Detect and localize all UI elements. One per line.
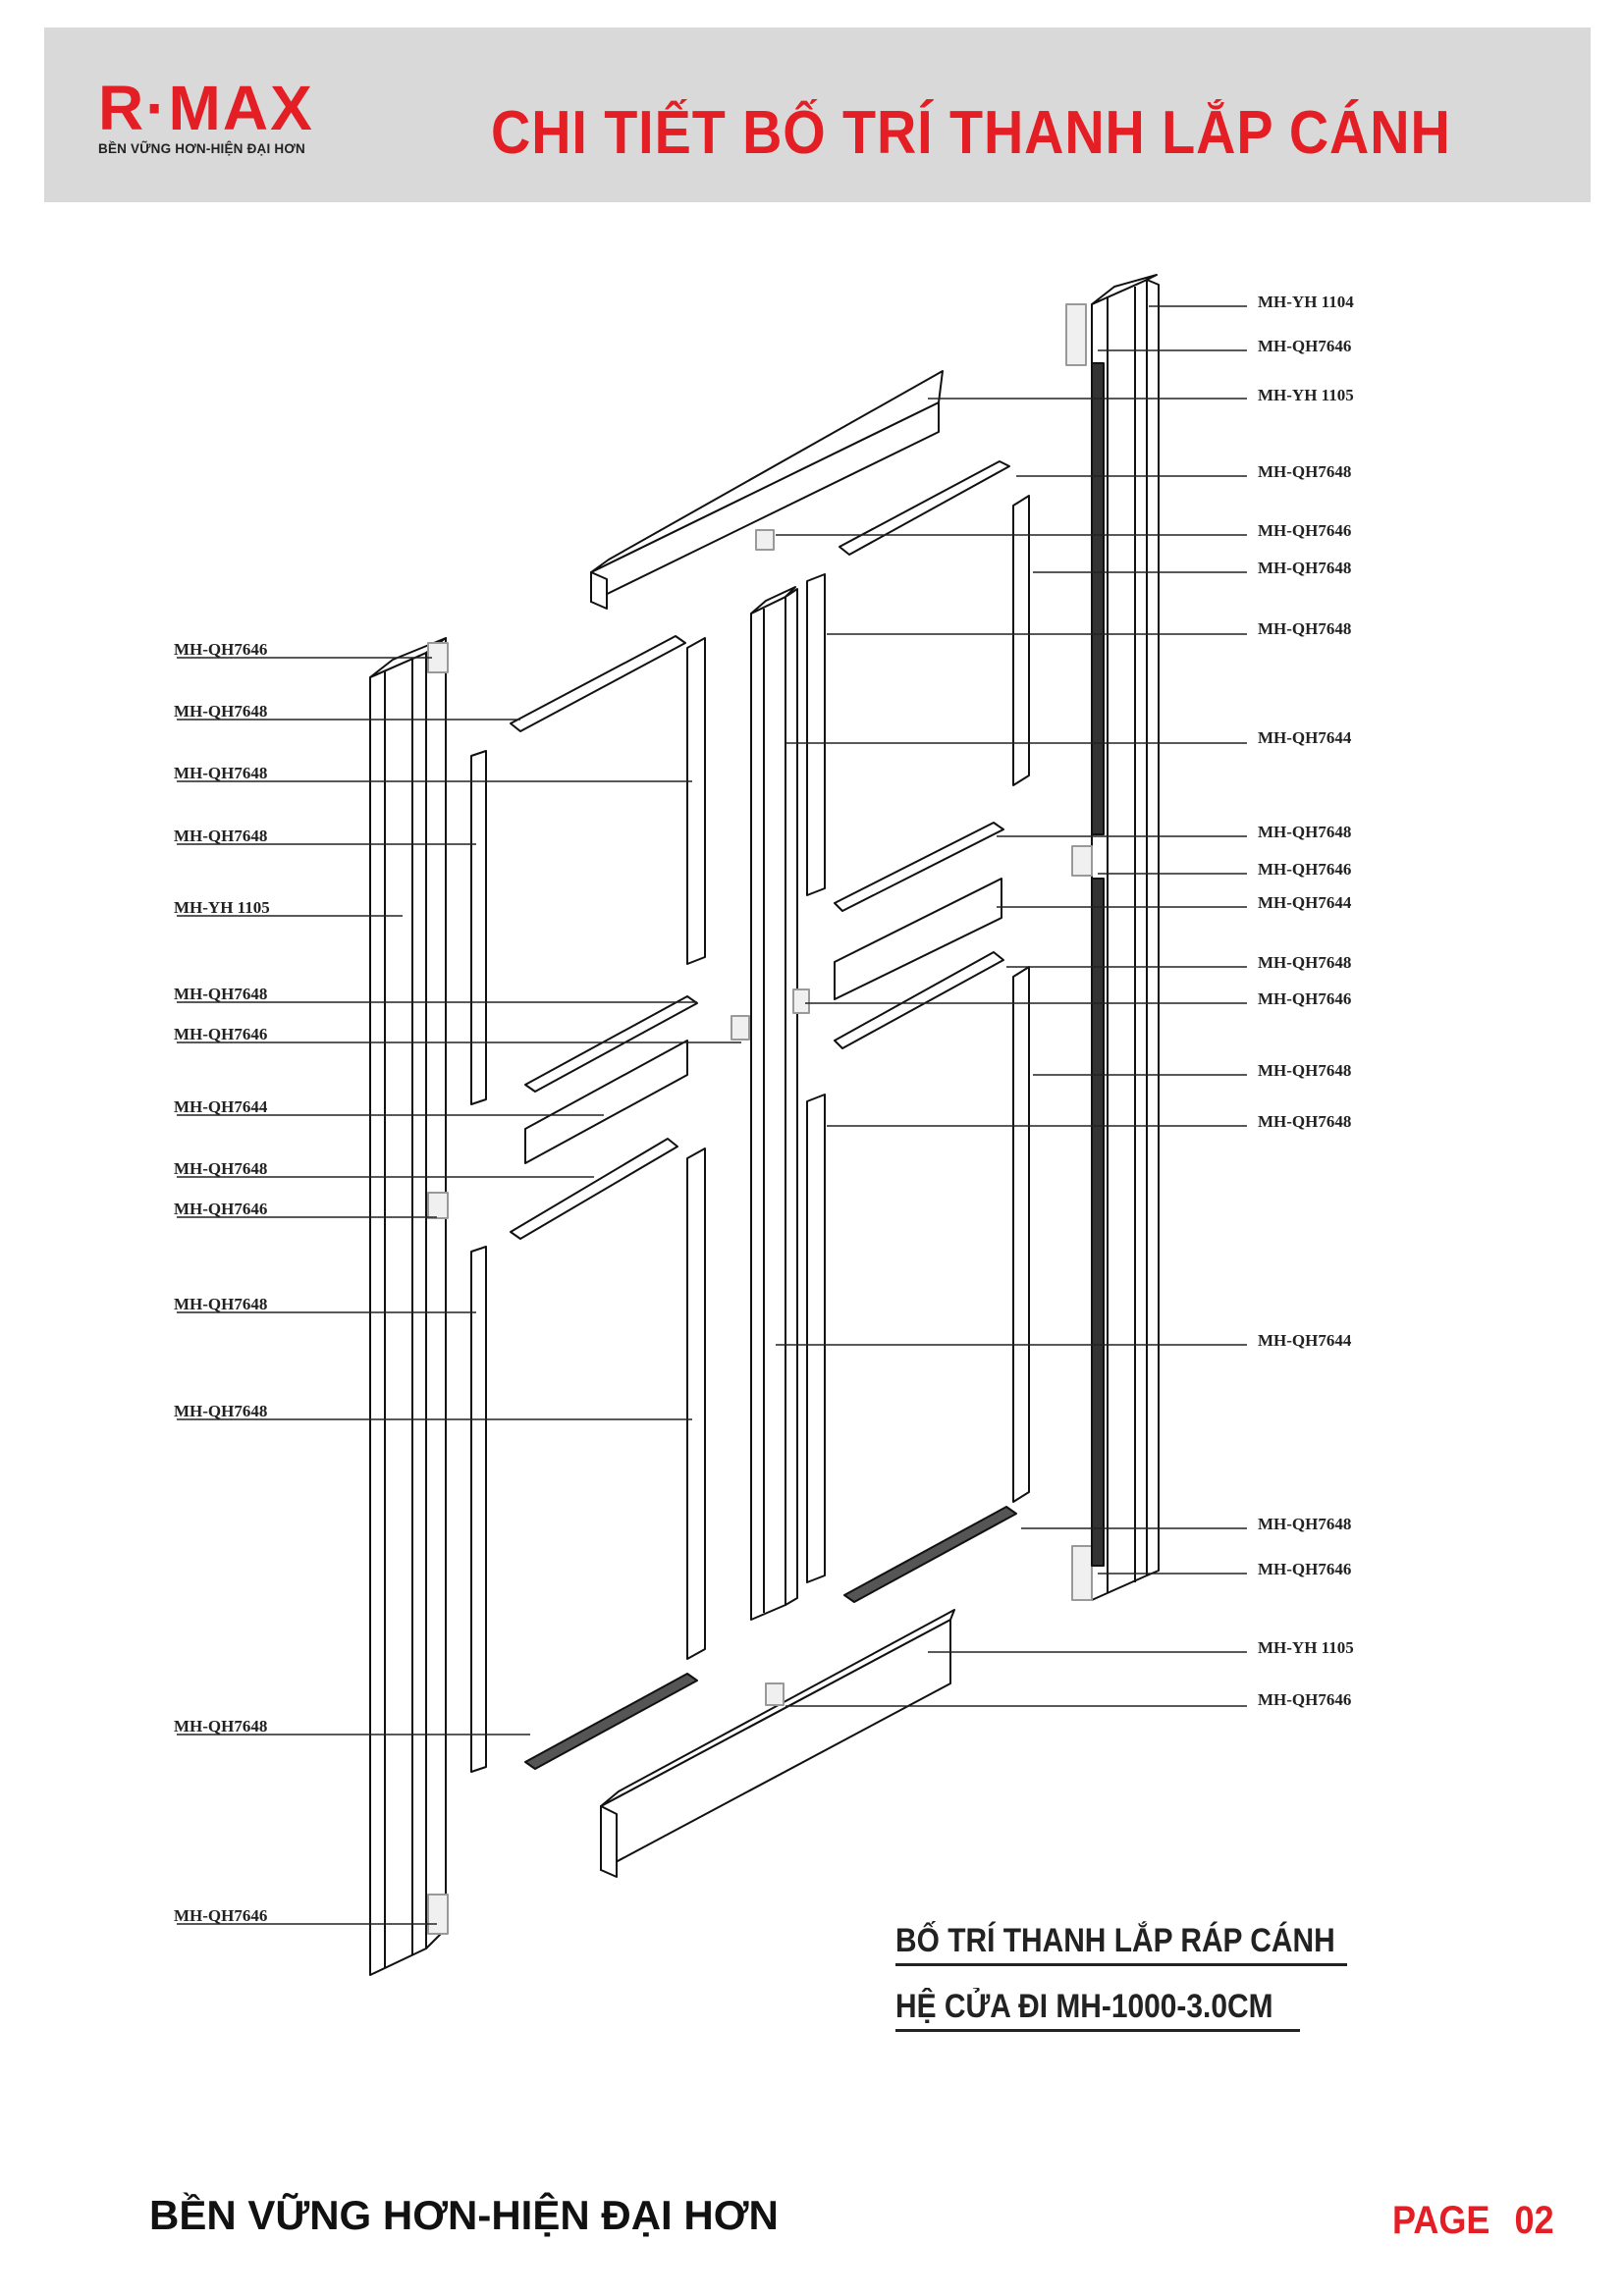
- mullion-side: [785, 588, 798, 1606]
- right-clip-bottom: [1071, 1545, 1093, 1601]
- header-band: [44, 27, 1591, 202]
- part-label: MH-QH7648: [174, 827, 268, 845]
- right-bead-lower: [1091, 878, 1105, 1567]
- part-label: MH-QH7646: [174, 640, 268, 659]
- right-clip-top: [1065, 303, 1087, 366]
- mullion-top: [750, 586, 796, 614]
- center-lower-left-vbead: [686, 1148, 706, 1660]
- part-label: MH-QH7646: [1258, 989, 1352, 1008]
- part-label: MH-YH 1105: [1258, 1638, 1354, 1657]
- part-label: MH-QH7646: [174, 1025, 268, 1043]
- top-rail-front: [590, 401, 940, 603]
- page-label: PAGE: [1392, 2199, 1490, 2242]
- page-number: 02: [1514, 2199, 1554, 2242]
- right-stile-side: [1146, 279, 1160, 1576]
- part-label: MH-QH7646: [1258, 1560, 1352, 1578]
- left-clip-bottom: [427, 1894, 449, 1935]
- upper-left-bead: [510, 635, 686, 732]
- part-label: MH-QH7648: [1258, 619, 1352, 638]
- right-inner-bead-upper: [1012, 495, 1030, 786]
- part-label: MH-QH7648: [174, 764, 268, 782]
- top-rail-top: [590, 370, 944, 573]
- part-label: MH-QH7648: [174, 1402, 268, 1420]
- logo-text: R·MAX: [98, 73, 314, 143]
- part-label: MH-QH7648: [174, 1717, 268, 1735]
- page-indicator: PAGE 02: [1392, 2199, 1554, 2243]
- mid-left-bead-b: [510, 1138, 678, 1240]
- rmax-logo: R·MAX BỀN VỮNG HƠN-HIỆN ĐẠI HƠN: [98, 77, 314, 156]
- part-label: MH-QH7646: [1258, 860, 1352, 879]
- caption-line-2: HỆ CỬA ĐI MH-1000-3.0CM: [895, 1988, 1273, 2025]
- part-label: MH-QH7648: [1258, 1515, 1352, 1533]
- left-clip-mid: [427, 1192, 449, 1219]
- logo-tagline: BỀN VỮNG HƠN-HIỆN ĐẠI HƠN: [98, 141, 305, 156]
- upper-left-vbead-b: [686, 637, 706, 965]
- lower-right-bead: [843, 1506, 1017, 1603]
- bottom-rail-top: [600, 1609, 955, 1807]
- part-label: MH-QH7644: [174, 1097, 268, 1116]
- center-lower-right-vbead: [806, 1094, 826, 1583]
- left-lower-vbead: [470, 1246, 487, 1773]
- upper-left-vbead-a: [470, 750, 487, 1105]
- part-label: MH-YH 1105: [174, 898, 270, 917]
- mid-left-clip: [731, 1015, 750, 1041]
- part-label: MH-QH7648: [174, 702, 268, 721]
- right-inner-bead-lower: [1012, 966, 1030, 1503]
- part-label: MH-QH7648: [1258, 559, 1352, 577]
- left-stile-front: [369, 652, 427, 1976]
- part-label: MH-QH7648: [1258, 462, 1352, 481]
- part-label: MH-QH7644: [1258, 1331, 1352, 1350]
- part-label: MH-QH7648: [1258, 1061, 1352, 1080]
- caption-underline-1: [895, 1963, 1347, 1966]
- part-label: MH-QH7644: [1258, 728, 1352, 747]
- part-label: MH-QH7646: [1258, 521, 1352, 540]
- bottom-rail-clip: [765, 1682, 785, 1706]
- bottom-rail-front: [600, 1619, 951, 1871]
- part-label: MH-QH7648: [174, 985, 268, 1003]
- mullion-front: [750, 596, 786, 1621]
- part-label: MH-QH7646: [174, 1906, 268, 1925]
- footer-slogan: BỀN VỮNG HƠN-HIỆN ĐẠI HƠN: [149, 2192, 779, 2238]
- bottom-rail-end: [600, 1805, 618, 1878]
- top-rail-end: [590, 571, 608, 610]
- part-label: MH-QH7648: [1258, 823, 1352, 841]
- mid-right-bead-a: [834, 822, 1004, 912]
- bottom-left-bead: [524, 1673, 698, 1770]
- right-clip-mid: [1071, 845, 1093, 877]
- center-upper-right-vbead: [806, 573, 826, 896]
- page-title: CHI TIẾT BỐ TRÍ THANH LẮP CÁNH: [491, 99, 1451, 167]
- caption-underline-2: [895, 2029, 1300, 2032]
- part-label: MH-YH 1105: [1258, 386, 1354, 404]
- right-bead-upper: [1091, 362, 1105, 835]
- mid-right-clip: [792, 988, 810, 1014]
- leader-lines: [177, 305, 1247, 1925]
- part-label: MH-QH7648: [174, 1159, 268, 1178]
- top-rail-clip: [755, 529, 775, 551]
- part-label: MH-QH7646: [1258, 337, 1352, 355]
- part-label: MH-QH7646: [174, 1200, 268, 1218]
- part-label: MH-QH7644: [1258, 893, 1352, 912]
- part-label: MH-QH7648: [174, 1295, 268, 1313]
- mid-right-bead-b: [834, 951, 1004, 1049]
- mid-left-bead-a: [524, 995, 698, 1093]
- part-label: MH-QH7648: [1258, 953, 1352, 972]
- mid-left-transom: [524, 1040, 688, 1164]
- left-stile-side: [425, 637, 447, 1949]
- part-label: MH-QH7646: [1258, 1690, 1352, 1709]
- caption-line-1: BỐ TRÍ THANH LẮP RÁP CÁNH: [895, 1922, 1335, 1959]
- part-label: MH-YH 1104: [1258, 293, 1354, 311]
- part-label: MH-QH7648: [1258, 1112, 1352, 1131]
- mid-right-transom: [834, 878, 1002, 1000]
- top-right-bead: [839, 460, 1010, 556]
